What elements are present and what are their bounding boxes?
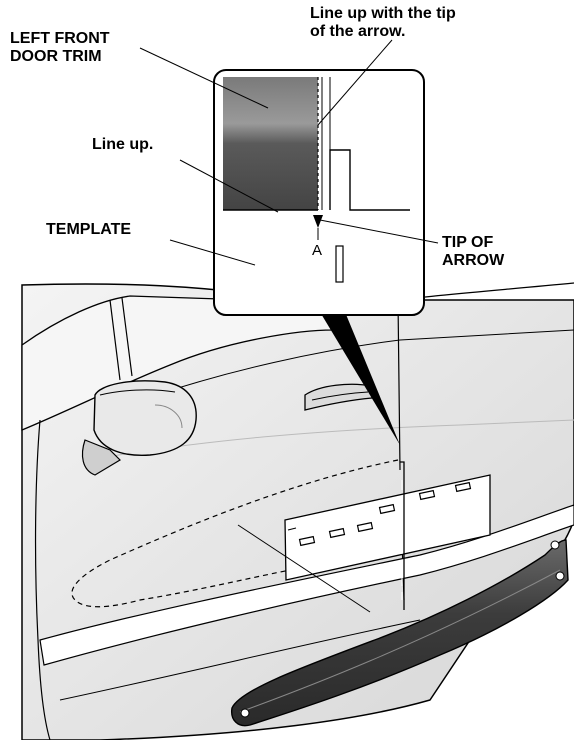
trim-position-dashed-outline <box>71 459 399 608</box>
inset-template-profile <box>223 149 410 211</box>
label-left-front-door-trim: LEFT FRONT DOOR TRIM <box>10 30 110 65</box>
leader-lines <box>139 39 439 613</box>
inset-arrow-tip <box>313 215 323 228</box>
lower-body-line <box>59 619 421 701</box>
side-mirror <box>81 380 197 476</box>
a-pillar <box>109 297 133 381</box>
door-front-edge <box>34 419 51 740</box>
label-mark-a: A <box>312 242 323 259</box>
car-body <box>21 282 574 740</box>
label-line-up-with-tip: Line up with the tip of the arrow. <box>310 5 456 40</box>
leader-line-up-with-tip <box>317 39 393 126</box>
label-tip-of-arrow: TIP OF ARROW <box>442 234 505 269</box>
door-trim-part <box>231 539 569 727</box>
leader-trim-part <box>237 524 371 613</box>
leader-left-front-door-trim <box>139 47 269 109</box>
leader-tip-of-arrow <box>319 219 439 244</box>
inset-trim-block <box>223 77 318 210</box>
magnified-inset <box>213 69 425 445</box>
label-line-up: Line up. <box>92 136 154 153</box>
template-sheet <box>284 461 491 610</box>
leader-line-up <box>179 159 279 213</box>
leader-template <box>169 239 256 266</box>
label-template: TEMPLATE <box>46 221 132 238</box>
side-sill-stripe <box>39 504 574 666</box>
inset-pointer <box>320 312 400 445</box>
front-window <box>21 295 334 431</box>
inset-slot <box>335 245 344 283</box>
